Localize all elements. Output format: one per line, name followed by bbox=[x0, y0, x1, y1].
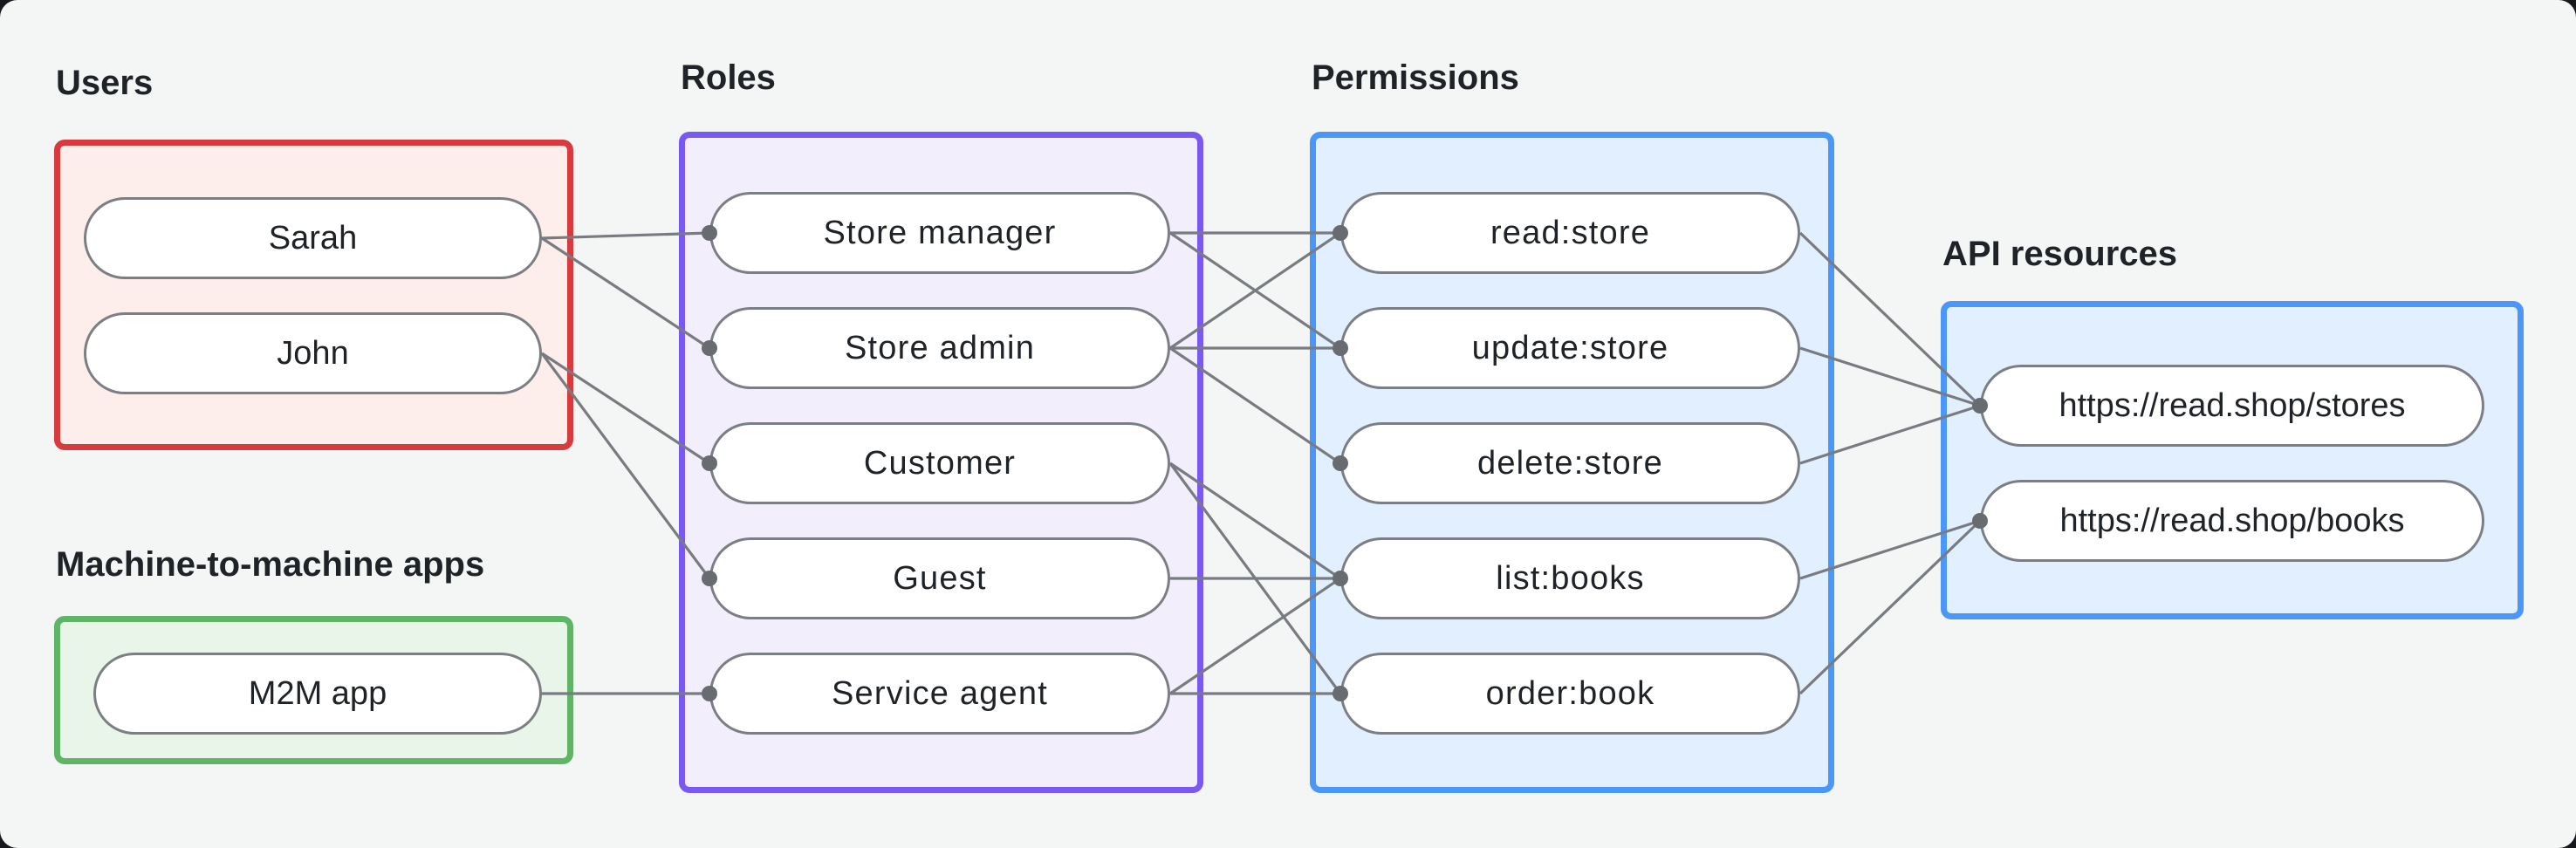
group-label-m2m_apps: Machine-to-machine apps bbox=[56, 545, 485, 584]
node-order_book: order:book bbox=[1340, 653, 1800, 735]
node-read_store: read:store bbox=[1340, 192, 1800, 274]
group-label-api_resources: API resources bbox=[1942, 235, 2178, 273]
node-store_admin: Store admin bbox=[709, 307, 1170, 389]
node-stores_api: https://read.shop/stores bbox=[1980, 365, 2484, 447]
group-api_resources bbox=[1941, 301, 2524, 619]
node-delete_store: delete:store bbox=[1340, 422, 1800, 504]
node-service_agent: Service agent bbox=[709, 653, 1170, 735]
group-users bbox=[54, 140, 573, 450]
node-guest: Guest bbox=[709, 537, 1170, 619]
group-label-permissions: Permissions bbox=[1312, 58, 1519, 97]
node-store_manager: Store manager bbox=[709, 192, 1170, 274]
node-books_api: https://read.shop/books bbox=[1980, 480, 2484, 562]
node-update_store: update:store bbox=[1340, 307, 1800, 389]
group-label-users: Users bbox=[56, 64, 154, 102]
node-m2m_app: M2M app bbox=[93, 653, 542, 735]
node-sarah: Sarah bbox=[84, 197, 542, 279]
node-john: John bbox=[84, 312, 542, 394]
node-list_books: list:books bbox=[1340, 537, 1800, 619]
group-label-roles: Roles bbox=[681, 58, 776, 97]
node-customer: Customer bbox=[709, 422, 1170, 504]
